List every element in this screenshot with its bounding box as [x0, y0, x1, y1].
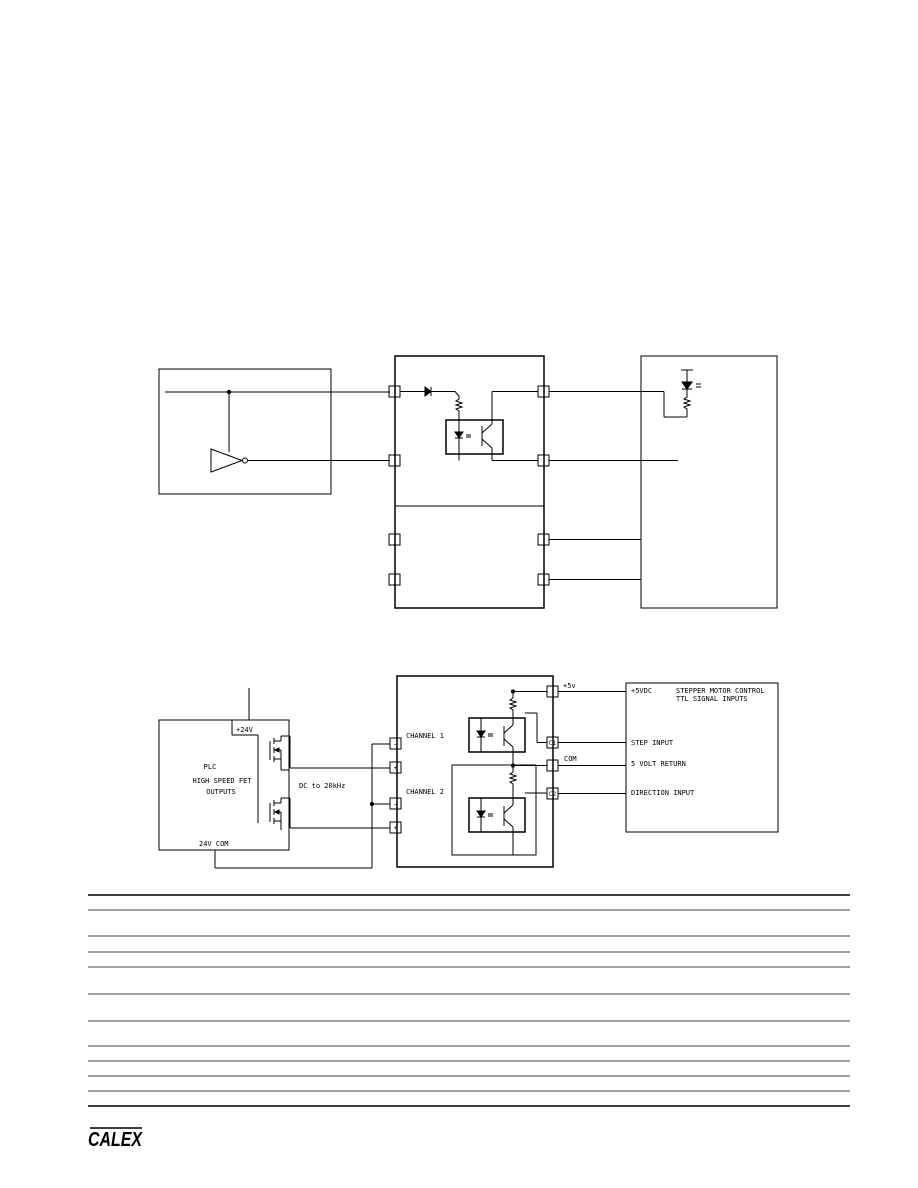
ch2-plus-sign: +: [394, 825, 398, 832]
isolator-module-2: [396, 675, 554, 868]
terminal-in-3: [388, 533, 401, 546]
stepper-title-1: STEPPER MOTOR CONTROL: [676, 687, 765, 695]
ch1-minus-sign: −: [394, 741, 398, 748]
channel-1-label: CHANNEL 1: [406, 732, 444, 740]
isolator-module-1: [394, 355, 545, 609]
diagram-2-labels: +24V PLC HIGH SPEED FET OUTPUTS 24V COM …: [192, 682, 764, 848]
stepper-control-box: [625, 682, 779, 833]
terminal-in-2: [388, 454, 401, 467]
load-box: [640, 355, 778, 609]
ch2-minus-sign: −: [394, 801, 398, 808]
indicator-led-icon: [681, 381, 693, 390]
led-icon: [454, 431, 464, 439]
fet-icon: [269, 797, 390, 830]
out-plus5-label: +5v: [563, 682, 576, 690]
calex-logo: CALEX: [88, 1127, 143, 1151]
load-resistor-icon: [682, 389, 692, 417]
channel2-group: [451, 764, 537, 856]
pullup-resistor-icon: [508, 771, 518, 798]
terminal-in-4: [388, 573, 401, 586]
ch1-plus-sign: +: [394, 765, 398, 772]
resistor-icon: [454, 396, 464, 420]
diode-icon: [424, 386, 432, 397]
in-plus5-label: +5VDC: [631, 687, 652, 695]
signal-label: DC to 20kHz: [299, 782, 345, 790]
out-com-label: COM: [564, 755, 577, 763]
plc-box: [158, 719, 290, 851]
blank-table: [88, 894, 850, 1107]
in-return-label: 5 VOLT RETURN: [631, 760, 686, 768]
diagram-2: [158, 675, 779, 869]
logo-text: CALEX: [88, 1129, 143, 1151]
ch2-plus-terminal: [389, 821, 402, 834]
diagram-1: [158, 355, 778, 609]
plc-com-label: 24V COM: [199, 840, 229, 848]
pullup-resistor-icon: [508, 697, 518, 718]
ch1-plus-terminal: [389, 761, 402, 774]
in-dir-label: DIRECTION INPUT: [631, 789, 695, 797]
logic-source-box: [158, 368, 332, 495]
fet-icon: [269, 735, 372, 771]
plc-title: PLC: [204, 763, 217, 771]
optocoupler-1: [445, 419, 504, 455]
inverter-gate: [210, 448, 244, 473]
plc-line-1: HIGH SPEED FET: [192, 777, 252, 785]
out-c2-label: C2: [549, 791, 557, 798]
optocoupler-ch1: [468, 717, 526, 753]
channel-2-label: CHANNEL 2: [406, 788, 444, 796]
stepper-title-2: TTL SIGNAL INPUTS: [676, 695, 748, 703]
in-step-label: STEP INPUT: [631, 739, 674, 747]
optocoupler-ch2: [468, 797, 526, 833]
out-c1-label: C1: [549, 740, 557, 747]
ch2-minus-terminal: [389, 797, 402, 810]
plc-supply-label: +24V: [236, 726, 254, 734]
plc-line-2: OUTPUTS: [206, 788, 236, 796]
ch1-minus-terminal: [389, 737, 402, 750]
